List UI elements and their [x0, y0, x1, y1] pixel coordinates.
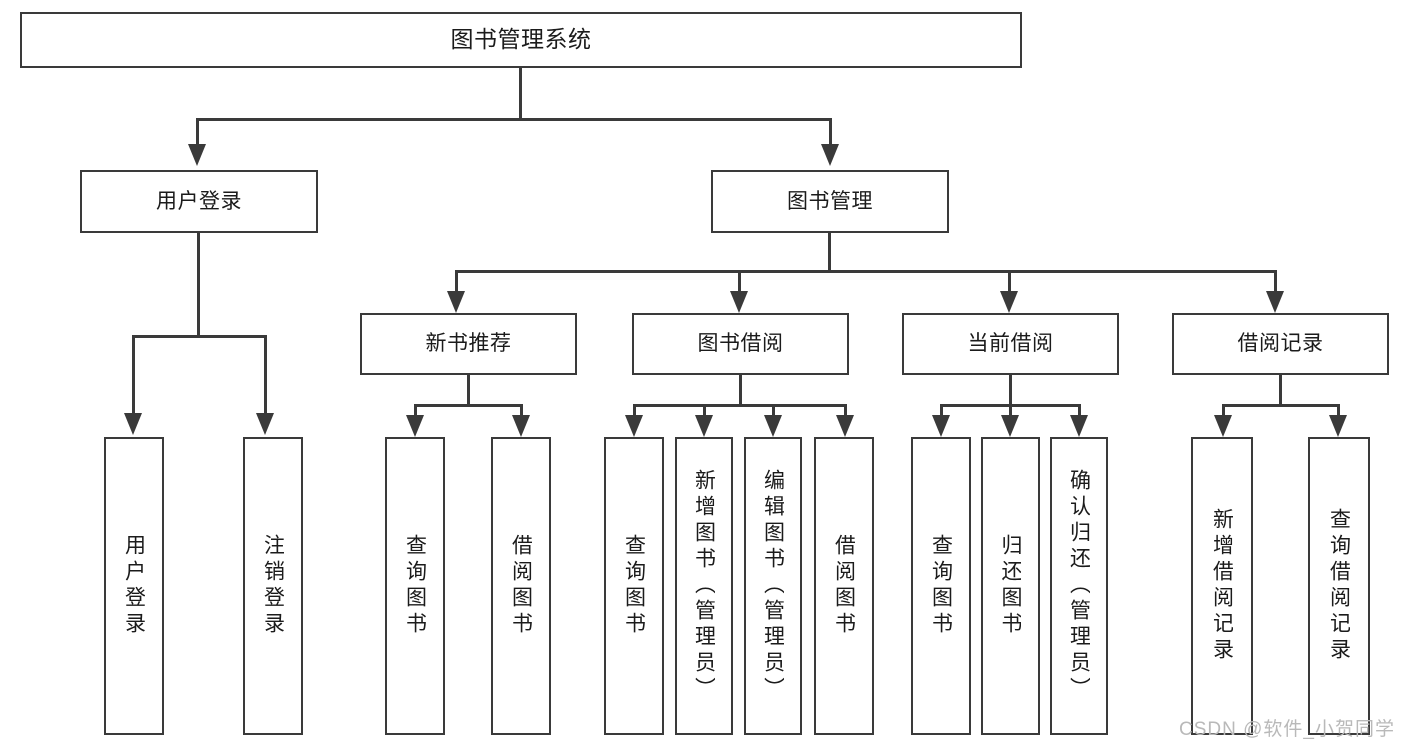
node-root[interactable]: 图书管理系统 [20, 12, 1022, 68]
connector-borrow-record-drop-2 [1337, 404, 1340, 418]
arrowhead-book-borrow [730, 291, 748, 313]
node-leaf-edit-book-label: 编辑图书（管理员） [762, 469, 784, 703]
connector-current-borrow-drop-2 [1009, 404, 1012, 418]
connector-book-borrow-drop-3 [772, 404, 775, 418]
node-leaf-confirm-return[interactable]: 确认归还（管理员） [1050, 437, 1108, 735]
node-leaf-user-login-label: 用户登录 [123, 534, 145, 638]
connector-user-login-stem [197, 233, 200, 335]
node-new-book-recommend-label: 新书推荐 [425, 332, 512, 356]
arrowhead-leaf-logout-login [256, 413, 274, 435]
arrowhead-leaf-query-book-2 [625, 415, 643, 437]
arrowhead-current-borrow [1000, 291, 1018, 313]
connector-current-borrow-drop-1 [940, 404, 943, 418]
node-user-login-label: 用户登录 [156, 189, 242, 213]
node-borrow-record-label: 借阅记录 [1237, 332, 1324, 356]
connector-borrow-record-stem [1279, 375, 1282, 404]
node-leaf-query-record-label: 查询借阅记录 [1328, 508, 1350, 664]
node-leaf-query-book-2[interactable]: 查询图书 [604, 437, 664, 735]
connector-book-manage-bus [455, 270, 1277, 273]
node-leaf-return-book-label: 归还图书 [1000, 534, 1021, 638]
connector-user-login-bus [132, 335, 267, 338]
node-leaf-borrow-book-2[interactable]: 借阅图书 [814, 437, 874, 735]
connector-book-borrow-drop-2 [703, 404, 706, 418]
connector-borrow-record-bus [1222, 404, 1340, 407]
node-root-label: 图书管理系统 [450, 26, 592, 53]
node-book-borrow-label: 图书借阅 [697, 332, 784, 356]
connector-current-borrow-drop-3 [1078, 404, 1081, 418]
connector-borrow-record-drop-1 [1222, 404, 1225, 418]
node-leaf-confirm-return-label: 确认归还（管理员） [1068, 469, 1090, 703]
connector-current-borrow-stem [1009, 375, 1012, 404]
node-leaf-query-book-3[interactable]: 查询图书 [911, 437, 971, 735]
node-current-borrow[interactable]: 当前借阅 [902, 313, 1119, 375]
connector-book-borrow-bus [633, 404, 847, 407]
connector-new-book-recommend-bus [414, 404, 523, 407]
arrowhead-leaf-query-record [1329, 415, 1347, 437]
node-leaf-query-book-3-label: 查询图书 [930, 534, 952, 638]
node-leaf-add-record[interactable]: 新增借阅记录 [1191, 437, 1253, 735]
connector-root-bus [196, 118, 832, 121]
node-leaf-edit-book[interactable]: 编辑图书（管理员） [744, 437, 802, 735]
arrowhead-user-login [188, 144, 206, 166]
arrowhead-leaf-query-book-3 [932, 415, 950, 437]
node-leaf-query-book-1[interactable]: 查询图书 [385, 437, 445, 735]
connector-root-stem [519, 68, 522, 118]
node-book-manage-label: 图书管理 [787, 189, 873, 213]
connector-book-borrow-drop-1 [633, 404, 636, 418]
node-leaf-return-book[interactable]: 归还图书 [981, 437, 1040, 735]
connector-book-manage-drop-3 [1008, 270, 1011, 293]
node-leaf-query-book-1-label: 查询图书 [404, 534, 426, 638]
node-leaf-query-record[interactable]: 查询借阅记录 [1308, 437, 1370, 735]
arrowhead-leaf-edit-book [764, 415, 782, 437]
connector-new-book-recommend-drop-2 [520, 404, 523, 418]
node-new-book-recommend[interactable]: 新书推荐 [360, 313, 577, 375]
node-leaf-add-book[interactable]: 新增图书（管理员） [675, 437, 733, 735]
connector-new-book-recommend-drop-1 [414, 404, 417, 418]
arrowhead-leaf-borrow-book-1 [512, 415, 530, 437]
connector-user-login-drop-1 [132, 335, 135, 415]
arrowhead-leaf-add-record [1214, 415, 1232, 437]
node-leaf-borrow-book-2-label: 借阅图书 [833, 534, 855, 638]
node-borrow-record[interactable]: 借阅记录 [1172, 313, 1389, 375]
arrowhead-leaf-add-book [695, 415, 713, 437]
arrowhead-leaf-query-book-1 [406, 415, 424, 437]
node-leaf-add-record-label: 新增借阅记录 [1211, 508, 1233, 664]
connector-book-manage-drop-2 [738, 270, 741, 293]
node-user-login[interactable]: 用户登录 [80, 170, 318, 233]
connector-user-login-drop-2 [264, 335, 267, 415]
connector-book-manage-drop-1 [455, 270, 458, 293]
node-leaf-borrow-book-1-label: 借阅图书 [510, 534, 532, 638]
watermark-text: CSDN @软件_小贺同学 [1179, 719, 1395, 740]
arrowhead-new-book-recommend [447, 291, 465, 313]
arrowhead-leaf-confirm-return [1070, 415, 1088, 437]
node-leaf-add-book-label: 新增图书（管理员） [693, 469, 715, 703]
arrowhead-book-manage [821, 144, 839, 166]
node-leaf-query-book-2-label: 查询图书 [623, 534, 645, 638]
connector-book-manage-stem [828, 233, 831, 270]
connector-book-manage-drop-4 [1274, 270, 1277, 293]
connector-book-borrow-stem [739, 375, 742, 404]
arrowhead-leaf-user-login [124, 413, 142, 435]
node-book-borrow[interactable]: 图书借阅 [632, 313, 849, 375]
node-leaf-user-login[interactable]: 用户登录 [104, 437, 164, 735]
arrowhead-borrow-record [1266, 291, 1284, 313]
connector-root-to-book-manage [829, 118, 832, 146]
arrowhead-leaf-borrow-book-2 [836, 415, 854, 437]
node-leaf-logout-login[interactable]: 注销登录 [243, 437, 303, 735]
node-current-borrow-label: 当前借阅 [967, 332, 1054, 356]
connector-new-book-recommend-stem [467, 375, 470, 404]
connector-book-borrow-drop-4 [844, 404, 847, 418]
node-book-manage[interactable]: 图书管理 [711, 170, 949, 233]
node-leaf-logout-login-label: 注销登录 [262, 534, 284, 638]
connector-root-to-user-login [196, 118, 199, 146]
arrowhead-leaf-return-book [1001, 415, 1019, 437]
node-leaf-borrow-book-1[interactable]: 借阅图书 [491, 437, 551, 735]
